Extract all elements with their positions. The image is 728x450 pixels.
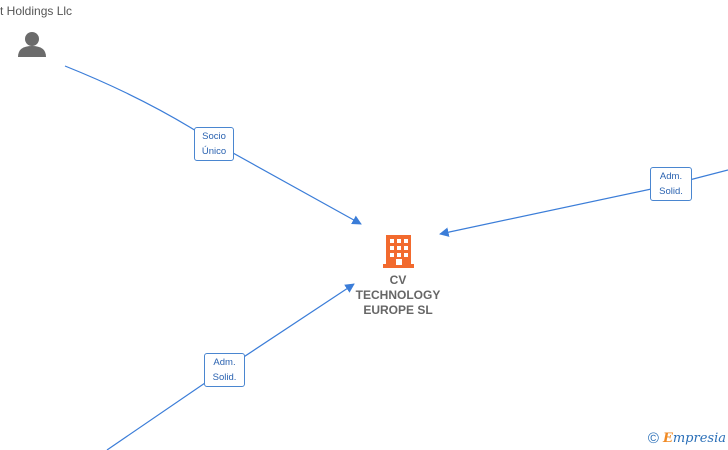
company-label-line-1: CV: [389, 273, 407, 287]
edge-label-line: Adm.: [213, 357, 236, 368]
edge-label-socio-unico[interactable]: Socio Único: [194, 127, 234, 161]
edge-label-line: Adm.: [659, 171, 683, 182]
company-label-line-2: TECHNOLOGY: [355, 288, 441, 302]
person-icon[interactable]: [18, 32, 46, 57]
edge-label-line: Solid.: [212, 372, 237, 383]
copyright-symbol: ©: [647, 430, 659, 447]
empresia-watermark: © Empresia: [648, 430, 726, 447]
person-node-label[interactable]: t Holdings Llc: [0, 4, 73, 18]
company-label-line-3: EUROPE SL: [363, 303, 433, 317]
brand-logo: Empresia: [662, 431, 726, 446]
building-icon[interactable]: [383, 235, 414, 268]
edge-label-adm-solid-bottom[interactable]: Adm. Solid.: [204, 353, 245, 387]
edge-label-line: Único: [201, 146, 227, 157]
edge-label-line: Socio: [202, 131, 226, 142]
company-node-label[interactable]: CV TECHNOLOGY EUROPE SL: [352, 273, 444, 318]
edge-label-line: Solid.: [659, 186, 683, 197]
edge-label-adm-solid-right[interactable]: Adm. Solid.: [650, 167, 692, 201]
